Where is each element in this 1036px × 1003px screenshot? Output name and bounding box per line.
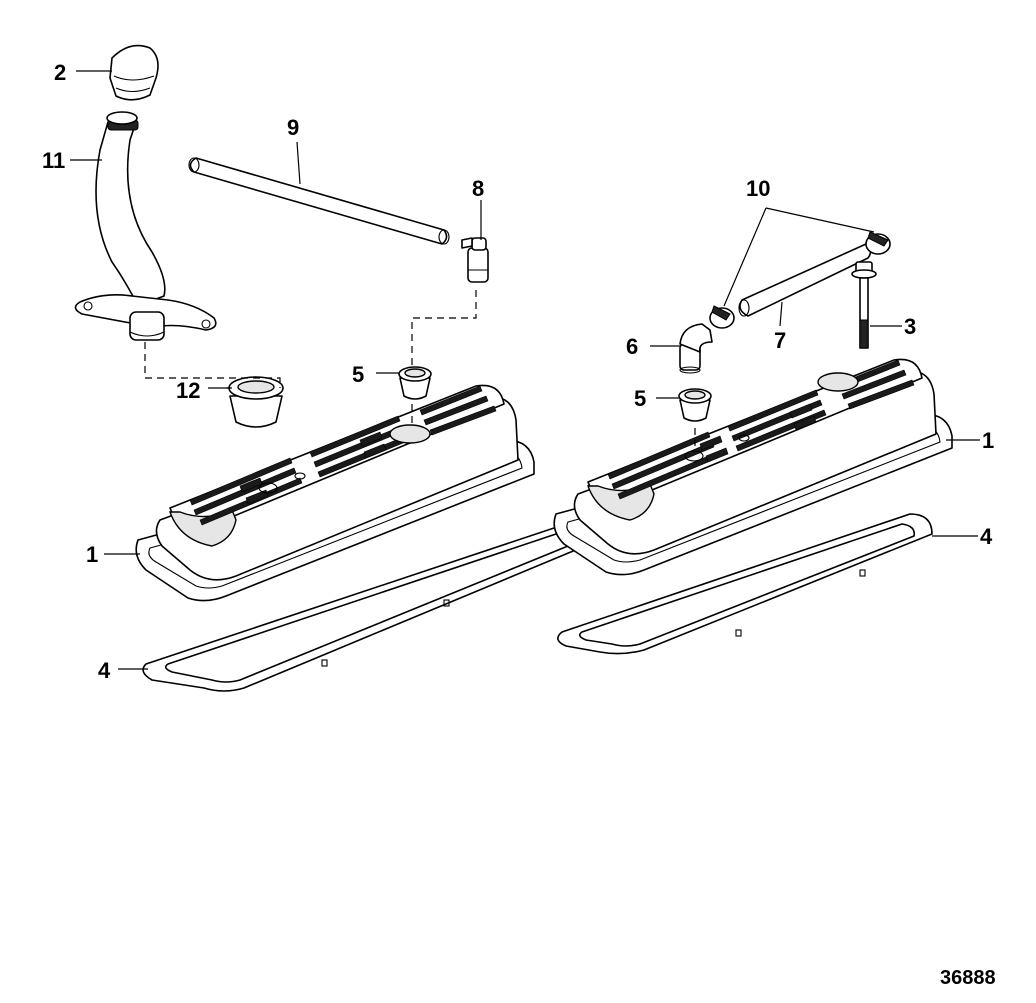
hose-clamp-upper <box>865 231 891 255</box>
ventilation-hose <box>188 157 450 245</box>
callout-4-left: 4 <box>98 658 111 683</box>
valve-cover-left <box>135 384 535 602</box>
valve-cover-gasket-right <box>557 513 933 655</box>
oil-filler-cap <box>109 44 159 101</box>
callouts: 2 11 9 8 10 3 7 6 5 5 12 1 1 4 4 36888 <box>42 60 996 989</box>
callout-10: 10 <box>746 176 770 201</box>
callout-1-right: 1 <box>982 428 994 453</box>
callout-11: 11 <box>42 148 65 173</box>
valve-cover-right-fins <box>607 359 915 500</box>
callout-12: 12 <box>176 378 200 403</box>
cover-bolt <box>851 261 877 349</box>
callout-6: 6 <box>626 334 638 359</box>
callout-5-left: 5 <box>352 362 364 387</box>
valve-cover-left-fins <box>189 385 497 526</box>
callout-8: 8 <box>472 176 484 201</box>
valve-cover-right <box>553 358 953 576</box>
figure-number: 36888 <box>940 967 996 989</box>
grommet-left <box>228 376 284 428</box>
elbow-fitting <box>679 323 713 374</box>
alignment-lines <box>144 290 696 446</box>
callout-9: 9 <box>287 115 299 140</box>
hose-clamp-lower <box>709 305 735 329</box>
callout-7: 7 <box>774 328 786 353</box>
callout-1-left: 1 <box>86 542 98 567</box>
grommet-5-left <box>398 366 432 400</box>
oil-filler-tube <box>74 111 217 341</box>
pcv-hose <box>738 243 872 317</box>
pcv-fitting <box>461 237 489 283</box>
leader-lines <box>70 70 980 670</box>
callout-5-right: 5 <box>634 386 646 411</box>
callout-3: 3 <box>904 314 916 339</box>
grommet-5-right <box>678 388 712 422</box>
callout-4-right: 4 <box>980 524 993 549</box>
callout-2: 2 <box>54 60 66 85</box>
